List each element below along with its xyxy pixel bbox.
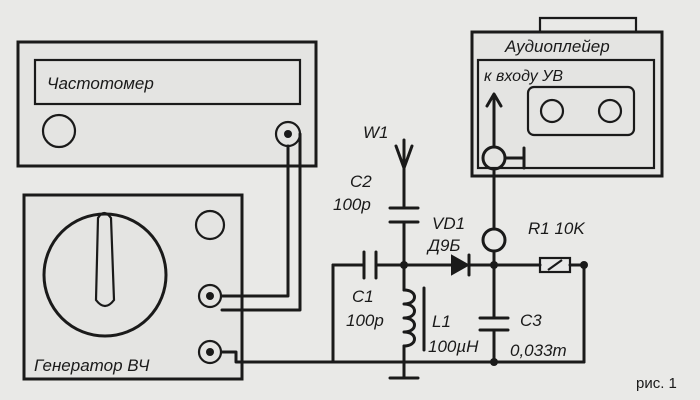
rf-generator-output-pin-2 <box>206 348 214 356</box>
audio-player-reel-left <box>539 98 565 124</box>
frequency-meter <box>16 40 318 168</box>
l1-value: 100µH <box>428 337 479 356</box>
antenna-symbol <box>394 144 414 170</box>
rf-generator <box>22 193 244 381</box>
c1-value: 100p <box>346 311 384 330</box>
audio-player-reel-right <box>597 98 623 124</box>
l1-coil <box>402 288 416 348</box>
r1-label: R1 10K <box>528 219 585 238</box>
frequency-meter-input-pin <box>284 130 292 138</box>
resistor-r1 <box>538 256 588 364</box>
frequency-meter-knob <box>41 113 77 149</box>
r1-hatch <box>547 259 563 271</box>
frequency-meter-label: Частотомер <box>47 74 154 93</box>
antenna-label: W1 <box>363 123 389 142</box>
wire-meter-to-generator <box>220 144 290 298</box>
wire-generator-to-c1 <box>220 263 335 364</box>
vd1-type: Д9Б <box>426 236 461 255</box>
rf-generator-knob <box>194 209 226 241</box>
l1-name: L1 <box>432 312 451 331</box>
amp-input-arrow-head <box>485 92 503 108</box>
audio-player-panel <box>476 58 656 170</box>
diode-vd1 <box>402 253 542 277</box>
frequency-meter-display <box>33 58 302 106</box>
output-jack <box>481 227 507 253</box>
capacitor-c2 <box>388 206 420 267</box>
c3-name: C3 <box>520 311 542 330</box>
rf-generator-dial-pointer <box>94 211 116 308</box>
wire-meter-return <box>220 132 302 312</box>
c2-value: 100p <box>333 195 371 214</box>
antenna-w1 <box>394 138 414 208</box>
vd1-triangle <box>451 254 471 276</box>
audio-player-handle <box>538 16 638 32</box>
c3-value: 0,033m <box>510 341 567 360</box>
audio-player-label: Аудиоплейер <box>504 37 610 56</box>
capacitor-c1 <box>331 250 406 280</box>
figure-label: рис. 1 <box>636 375 677 392</box>
amp-input-label: к входу УВ <box>484 68 563 85</box>
capacitor-c3 <box>478 263 510 364</box>
rf-generator-output-pin-1 <box>206 292 214 300</box>
vd1-name: VD1 <box>432 214 465 233</box>
audio-player-cassette-window <box>526 85 636 137</box>
node-ground-c3 <box>490 358 498 366</box>
c2-name: C2 <box>350 172 372 191</box>
c1-name: C1 <box>352 287 374 306</box>
rf-generator-label: Генератор ВЧ <box>34 356 150 375</box>
